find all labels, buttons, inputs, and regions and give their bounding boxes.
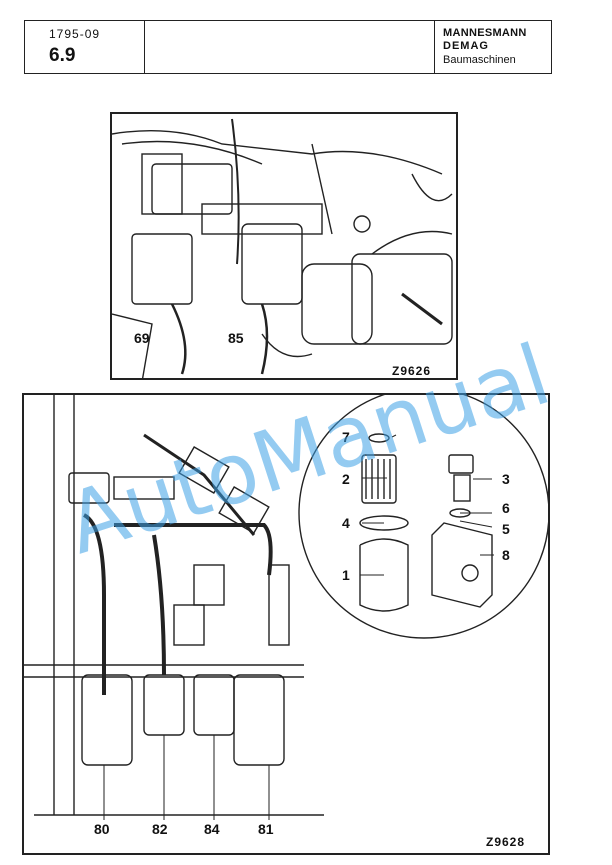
figure-bottom-label: 80 xyxy=(94,821,110,837)
header-number-cell: 1795-09 6.9 xyxy=(25,21,145,73)
figure-top-drawing xyxy=(112,118,453,378)
figure-bottom-drawing xyxy=(24,395,548,820)
figure-bottom-label: 84 xyxy=(204,821,220,837)
figure-bottom-label: 82 xyxy=(152,821,168,837)
detail-label: 2 xyxy=(342,471,350,487)
figure-top-label: 85 xyxy=(228,330,244,346)
document-number: 1795-09 xyxy=(49,27,101,41)
detail-label: 8 xyxy=(502,547,510,563)
detail-label: 3 xyxy=(502,471,510,487)
figure-bottom: 7 2 4 1 3 6 5 8 80 82 84 81 Z9628 xyxy=(22,393,550,855)
brand-name: MANNESMANN xyxy=(443,27,527,39)
header-blank-cell xyxy=(145,21,435,73)
brand-subname: DEMAG xyxy=(443,40,489,52)
detail-label: 6 xyxy=(502,500,510,516)
header-brand-cell: MANNESMANN DEMAG Baumaschinen xyxy=(435,21,551,73)
detail-label: 5 xyxy=(502,521,510,537)
brand-division: Baumaschinen xyxy=(443,54,516,66)
document-header: 1795-09 6.9 MANNESMANN DEMAG Baumaschine… xyxy=(24,20,552,74)
figure-top: 69 85 Z9626 xyxy=(110,112,458,380)
figure-top-label: 69 xyxy=(134,330,150,346)
figure-top-code: Z9626 xyxy=(392,364,432,378)
detail-label: 4 xyxy=(342,515,350,531)
detail-label: 1 xyxy=(342,567,350,583)
detail-label: 7 xyxy=(342,429,350,445)
section-number: 6.9 xyxy=(49,45,76,66)
figure-bottom-code: Z9628 xyxy=(486,835,526,849)
figure-bottom-label: 81 xyxy=(258,821,274,837)
